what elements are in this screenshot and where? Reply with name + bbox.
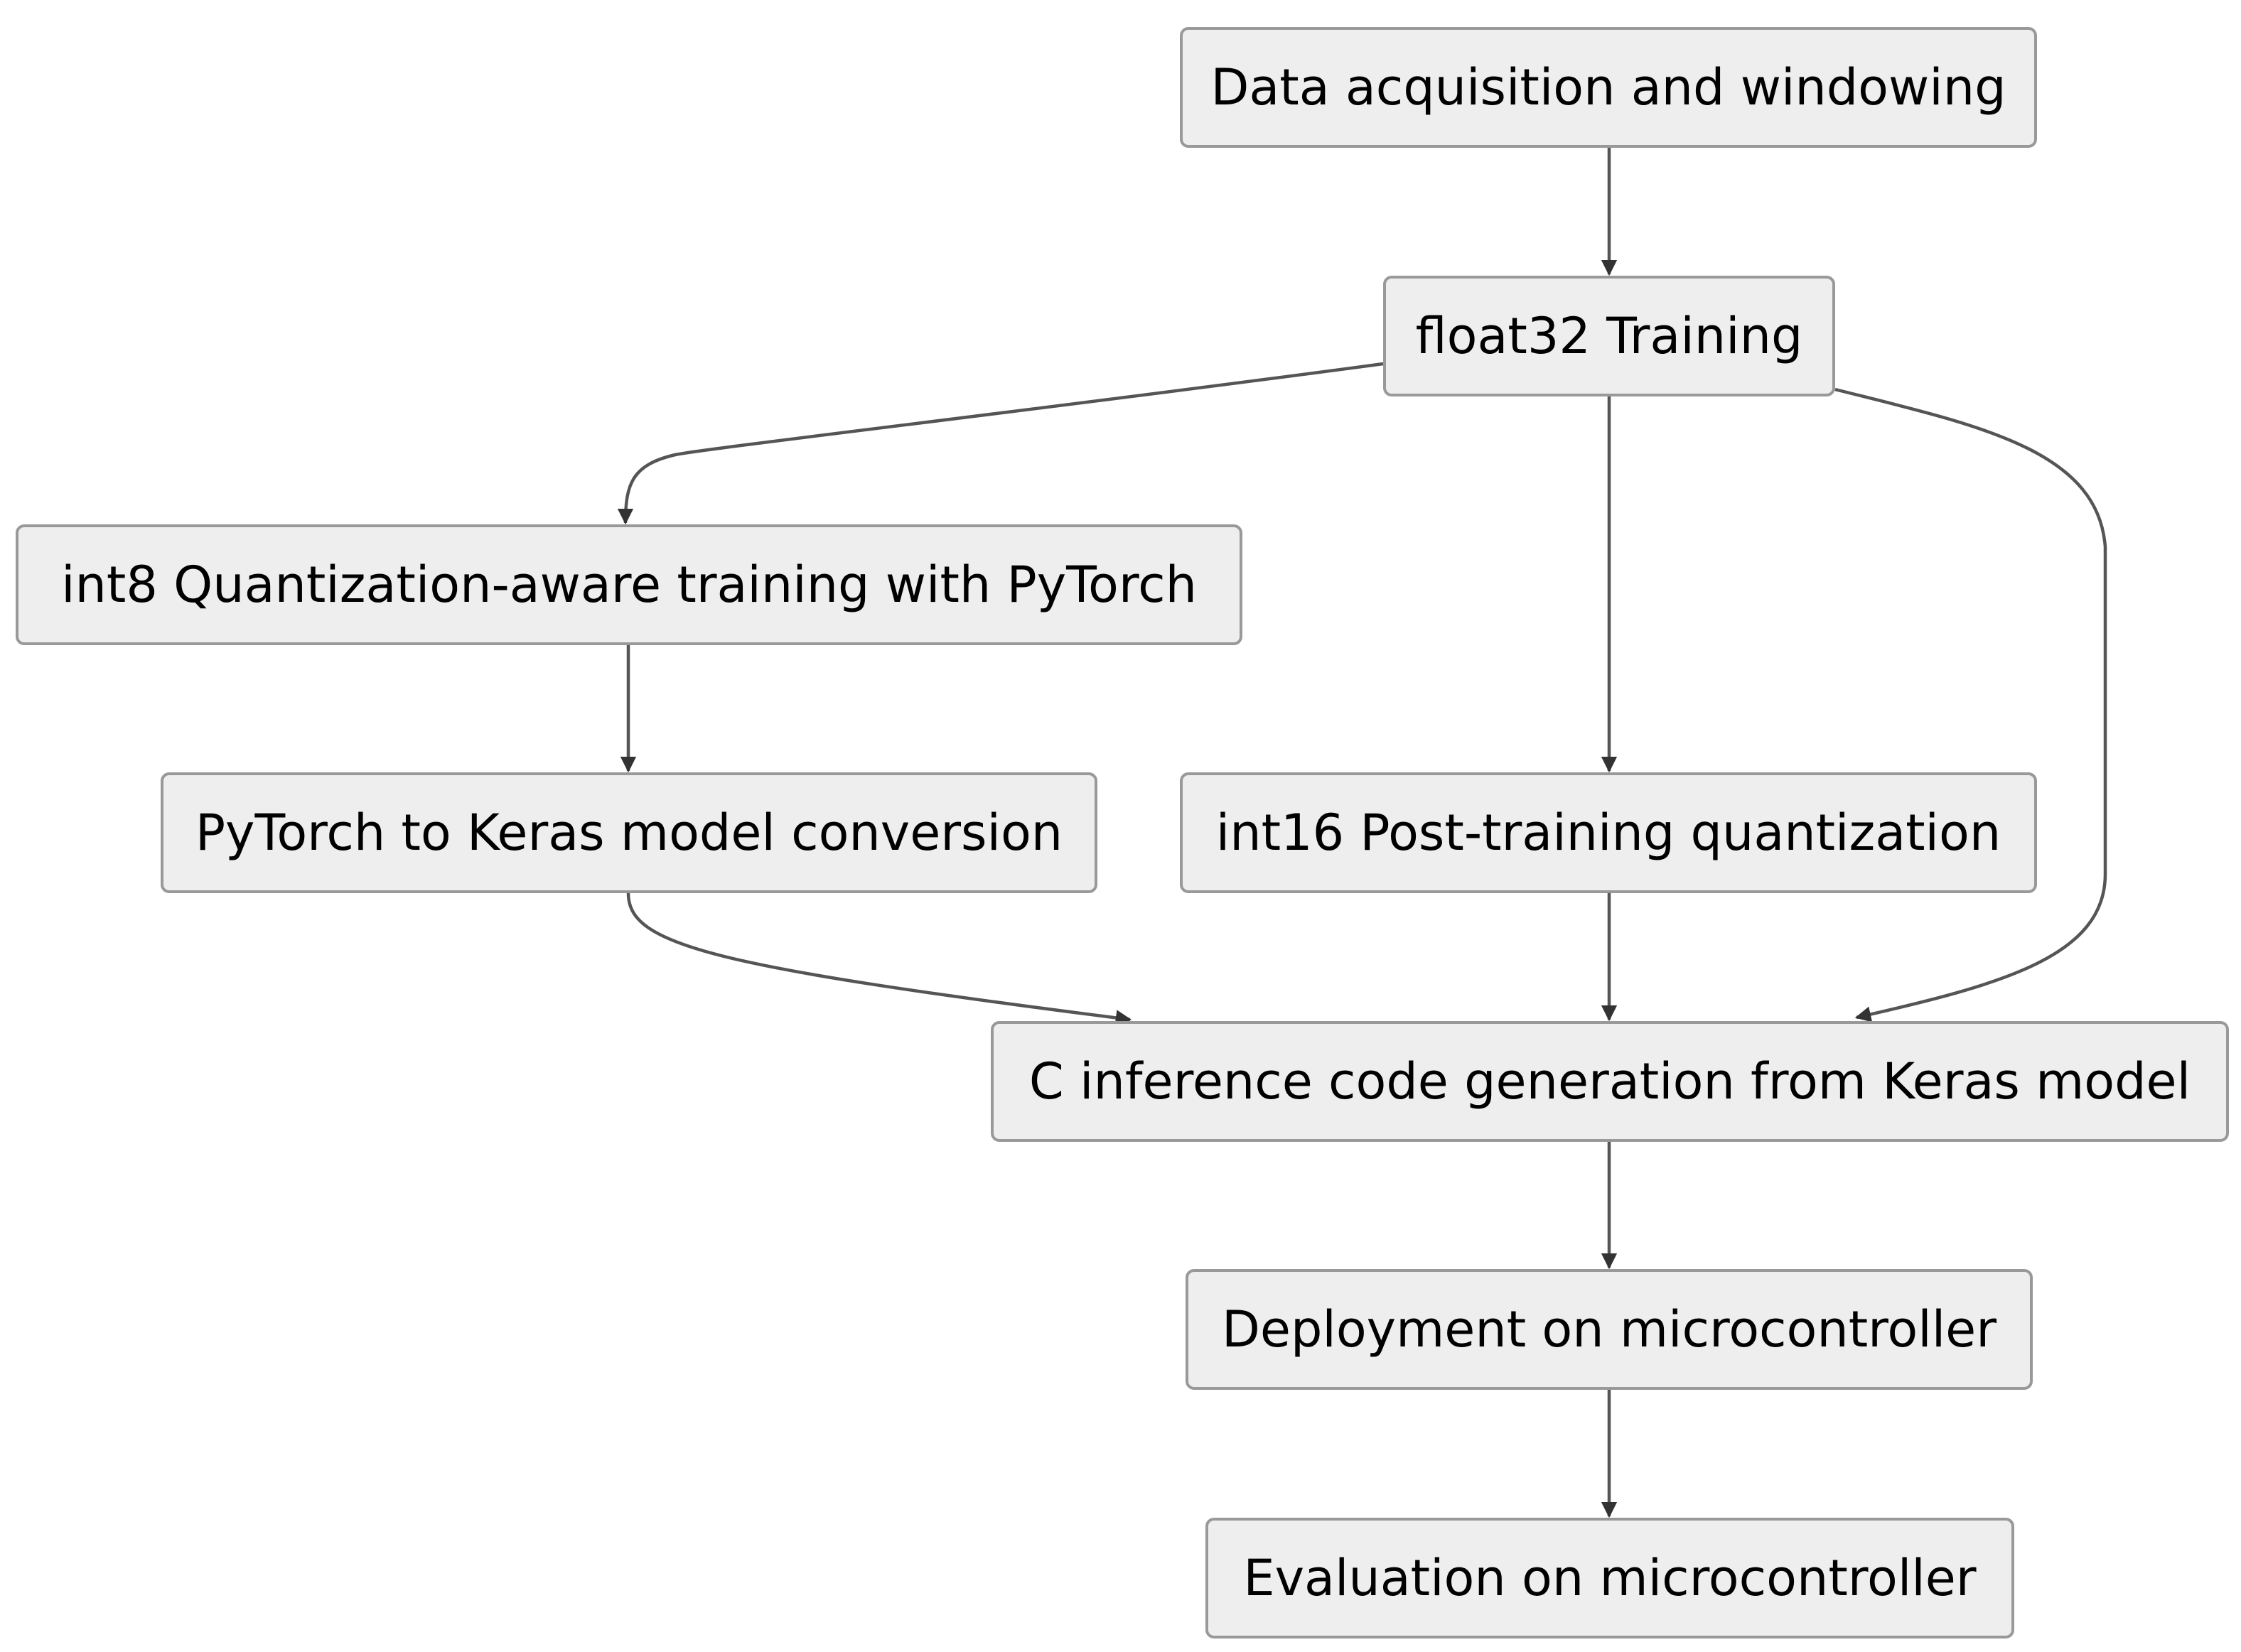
node-label: C inference code generation from Keras m…: [1028, 1052, 2191, 1111]
node-label: Evaluation on microcontroller: [1243, 1549, 1977, 1607]
node-deployment: Deployment on microcontroller: [1186, 1269, 2033, 1390]
node-label: Data acquisition and windowing: [1210, 58, 2006, 117]
node-data-acquisition: Data acquisition and windowing: [1180, 27, 2037, 148]
node-label: PyTorch to Keras model conversion: [195, 804, 1063, 862]
node-pytorch-to-keras: PyTorch to Keras model conversion: [161, 772, 1097, 893]
edge-float32-to-cgen: [1834, 387, 2107, 1022]
node-evaluation: Evaluation on microcontroller: [1205, 1518, 2014, 1638]
node-label: float32 Training: [1415, 307, 1803, 365]
node-label: int8 Quantization-aware training with Py…: [61, 556, 1197, 614]
edge-pytorch-to-cgen: [626, 892, 1132, 1026]
node-label: int16 Post-training quantization: [1215, 804, 2001, 862]
node-int16-ptq: int16 Post-training quantization: [1180, 772, 2037, 893]
node-float32-training: float32 Training: [1383, 276, 1835, 396]
node-label: Deployment on microcontroller: [1222, 1300, 1997, 1359]
node-c-code-generation: C inference code generation from Keras m…: [991, 1021, 2229, 1142]
edge-float32-to-int8: [617, 362, 1384, 525]
node-int8-qat: int8 Quantization-aware training with Py…: [16, 524, 1242, 645]
